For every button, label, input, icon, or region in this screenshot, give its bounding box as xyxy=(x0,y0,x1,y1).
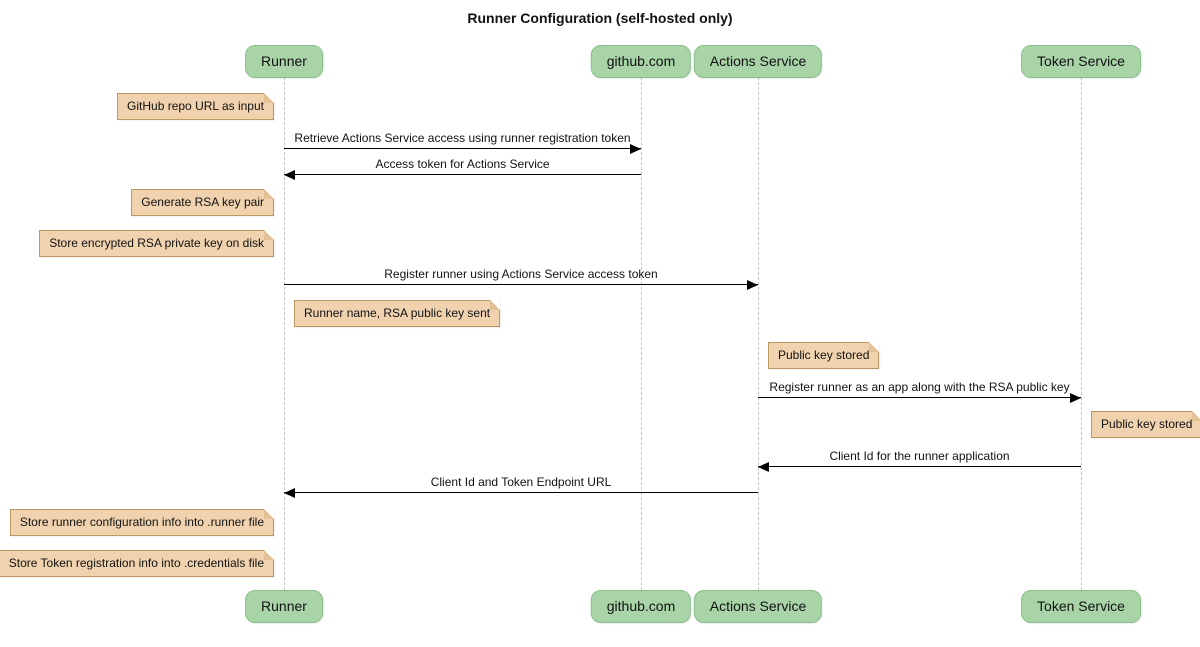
message-token-to-actions-line xyxy=(758,466,1081,467)
message-github-to-runner-label: Access token for Actions Service xyxy=(375,157,550,171)
message-actions-to-token-line xyxy=(758,397,1081,398)
message-actions-to-runner-line xyxy=(284,492,758,493)
message-actions-to-runner-label: Client Id and Token Endpoint URL xyxy=(430,475,612,489)
lifeline-github xyxy=(641,77,642,590)
note-right-of-runner: Runner name, RSA public key sent xyxy=(294,300,501,327)
lifeline-actions xyxy=(758,77,759,590)
message-runner-to-actions-line xyxy=(284,284,758,285)
note-left-of-runner: Store encrypted RSA private key on disk xyxy=(39,230,274,257)
message-actions-to-token-label: Register runner as an app along with the… xyxy=(769,380,1070,394)
message-runner-to-github-label: Retrieve Actions Service access using ru… xyxy=(294,131,631,145)
diagram-title: Runner Configuration (self-hosted only) xyxy=(467,10,733,26)
message-runner-to-actions-arrowhead-icon xyxy=(747,280,758,290)
note-right-of-actions: Public key stored xyxy=(768,342,880,369)
message-github-to-runner-line xyxy=(284,174,641,175)
actor-github-top: github.com xyxy=(590,45,692,78)
actor-runner-bottom: Runner xyxy=(245,590,323,623)
message-token-to-actions-label: Client Id for the runner application xyxy=(829,449,1010,463)
message-token-to-actions-arrowhead-icon xyxy=(758,462,769,472)
message-runner-to-github-arrowhead-icon xyxy=(630,144,641,154)
actor-actions-top: Actions Service xyxy=(693,45,823,78)
message-actions-to-token-arrowhead-icon xyxy=(1070,393,1081,403)
note-left-of-runner: Generate RSA key pair xyxy=(131,189,274,216)
note-left-of-runner: Store Token registration info into .cred… xyxy=(0,550,275,577)
message-runner-to-actions-label: Register runner using Actions Service ac… xyxy=(384,267,658,281)
actor-token-top: Token Service xyxy=(1021,45,1141,78)
actor-actions-bottom: Actions Service xyxy=(693,590,823,623)
note-left-of-runner: GitHub repo URL as input xyxy=(117,93,274,120)
message-runner-to-github-line xyxy=(284,148,641,149)
lifeline-runner xyxy=(284,77,285,590)
message-actions-to-runner-arrowhead-icon xyxy=(284,488,295,498)
note-left-of-runner: Store runner configuration info into .ru… xyxy=(9,509,275,536)
message-github-to-runner-arrowhead-icon xyxy=(284,170,295,180)
actor-github-bottom: github.com xyxy=(590,590,692,623)
note-right-of-token: Public key stored xyxy=(1091,411,1200,438)
actor-runner-top: Runner xyxy=(245,45,323,78)
actor-token-bottom: Token Service xyxy=(1021,590,1141,623)
lifeline-token xyxy=(1081,77,1082,590)
